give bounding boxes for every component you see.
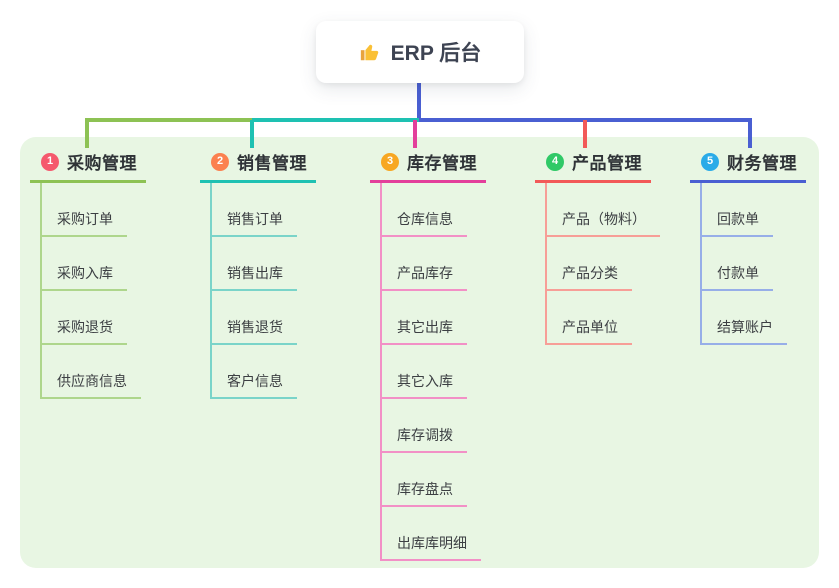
node-item[interactable]: 采购订单 — [42, 183, 127, 237]
node-item[interactable]: 产品分类 — [547, 237, 632, 291]
branch-items: 采购订单采购入库采购退货供应商信息 — [40, 183, 146, 399]
node-item-label: 采购订单 — [57, 211, 113, 227]
node-item[interactable]: 产品库存 — [382, 237, 467, 291]
bus-segment-2 — [252, 118, 419, 122]
branch-drop-line-2 — [250, 120, 254, 148]
node-item[interactable]: 客户信息 — [212, 345, 297, 399]
branch-header-1[interactable]: 1 采购管理 — [30, 149, 146, 183]
bus-segment-1 — [85, 118, 252, 122]
root-node-label: ERP 后台 — [390, 42, 482, 65]
node-item-label: 其它出库 — [397, 319, 453, 335]
node-item[interactable]: 产品单位 — [547, 291, 632, 345]
branch-header-2[interactable]: 2 销售管理 — [200, 149, 316, 183]
branch-number-badge: 4 — [546, 152, 564, 171]
node-item-label: 库存盘点 — [397, 481, 453, 497]
branch-drop-line-1 — [85, 120, 89, 148]
node-item-label: 库存调拨 — [397, 427, 453, 443]
node-item-label: 结算账户 — [717, 319, 773, 335]
branch-2: 2 销售管理销售订单销售出库销售退货客户信息 — [200, 149, 316, 399]
branch-5: 5 财务管理回款单付款单结算账户 — [690, 149, 806, 345]
node-item-label: 回款单 — [717, 211, 759, 227]
branch-title: 采购管理 — [67, 154, 137, 173]
branch-title: 产品管理 — [572, 154, 642, 173]
node-item[interactable]: 其它出库 — [382, 291, 467, 345]
branch-number-badge: 5 — [701, 152, 719, 171]
node-item-label: 产品库存 — [397, 265, 453, 281]
branch-3: 3 库存管理仓库信息产品库存其它出库其它入库库存调拨库存盘点出库库明细 — [370, 149, 486, 561]
node-item-label: 产品单位 — [562, 319, 618, 335]
node-item[interactable]: 回款单 — [702, 183, 773, 237]
node-item[interactable]: 销售出库 — [212, 237, 297, 291]
node-item[interactable]: 销售退货 — [212, 291, 297, 345]
branch-4: 4 产品管理产品（物料） 产品分类产品单位 — [535, 149, 660, 345]
branch-drop-line-4 — [583, 120, 587, 148]
branch-number-badge: 1 — [41, 152, 59, 171]
node-item[interactable]: 库存调拨 — [382, 399, 467, 453]
branch-header-4[interactable]: 4 产品管理 — [535, 149, 651, 183]
trunk-line — [417, 83, 421, 122]
branch-drop-line-5 — [748, 120, 752, 148]
node-item[interactable]: 出库库明细 — [382, 507, 481, 561]
node-item-label: 采购退货 — [57, 319, 113, 335]
node-item[interactable]: 销售订单 — [212, 183, 297, 237]
thumbs-up-icon — [359, 41, 381, 63]
node-item[interactable]: 付款单 — [702, 237, 773, 291]
branch-title: 库存管理 — [407, 154, 477, 173]
root-node-erp[interactable]: ERP 后台 — [316, 21, 524, 83]
node-item[interactable]: 其它入库 — [382, 345, 467, 399]
node-item[interactable]: 采购入库 — [42, 237, 127, 291]
branch-title: 销售管理 — [237, 154, 307, 173]
branch-items: 产品（物料） 产品分类产品单位 — [545, 183, 660, 345]
node-item[interactable]: 结算账户 — [702, 291, 787, 345]
node-item-label: 销售订单 — [227, 211, 283, 227]
branch-items: 仓库信息产品库存其它出库其它入库库存调拨库存盘点出库库明细 — [380, 183, 486, 561]
branch-header-5[interactable]: 5 财务管理 — [690, 149, 806, 183]
node-item-label: 销售出库 — [227, 265, 283, 281]
node-item-label: 客户信息 — [227, 373, 283, 389]
node-item-label: 出库库明细 — [397, 535, 467, 551]
branch-header-3[interactable]: 3 库存管理 — [370, 149, 486, 183]
node-item-label: 采购入库 — [57, 265, 113, 281]
branch-1: 1 采购管理采购订单采购入库采购退货供应商信息 — [30, 149, 146, 399]
branch-title: 财务管理 — [727, 154, 797, 173]
node-item-label: 销售退货 — [227, 319, 283, 335]
node-item-label: 仓库信息 — [397, 211, 453, 227]
node-item-label: 其它入库 — [397, 373, 453, 389]
branch-items: 回款单付款单结算账户 — [700, 183, 806, 345]
node-item-label: 付款单 — [717, 265, 759, 281]
node-item[interactable]: 采购退货 — [42, 291, 127, 345]
node-item-label: 供应商信息 — [57, 373, 127, 389]
node-item[interactable]: 产品（物料） — [547, 183, 660, 237]
node-item-label: 产品（物料） — [562, 211, 646, 227]
node-item[interactable]: 库存盘点 — [382, 453, 467, 507]
branch-number-badge: 2 — [211, 152, 229, 171]
branches-panel — [20, 137, 819, 568]
node-item[interactable]: 仓库信息 — [382, 183, 467, 237]
branch-number-badge: 3 — [381, 152, 399, 171]
node-item-label: 产品分类 — [562, 265, 618, 281]
node-item[interactable]: 供应商信息 — [42, 345, 141, 399]
branch-items: 销售订单销售出库销售退货客户信息 — [210, 183, 316, 399]
branch-drop-line-3 — [413, 120, 417, 148]
